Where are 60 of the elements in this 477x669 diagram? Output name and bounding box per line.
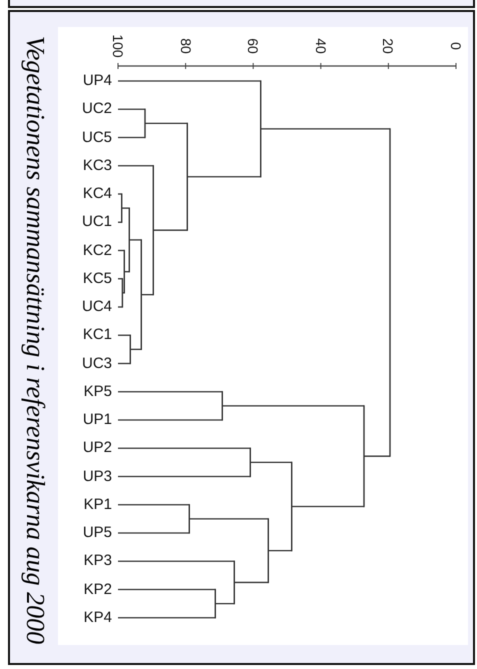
leaf-label: KC5	[58, 270, 118, 288]
leaf-label: KC3	[58, 156, 118, 175]
dendrogram-branch	[130, 348, 142, 350]
dendrogram-branch	[118, 108, 145, 110]
leaf-label: UP2	[58, 439, 118, 458]
dendrogram-branch	[118, 80, 261, 82]
dendrogram-branch	[364, 456, 390, 457]
dendrogram-branch	[118, 504, 190, 506]
dendrogram-branch	[153, 230, 188, 231]
dendrogram-branch	[118, 222, 122, 223]
dendrogram-branch	[118, 617, 216, 618]
axis-tick-label: 80	[178, 37, 194, 56]
axis-tick-label: 100	[110, 33, 126, 60]
leaf-label: KP4	[58, 608, 118, 627]
dendrogram-branch	[145, 122, 188, 124]
dendrogram-branch	[268, 550, 292, 552]
leaf-label: UC2	[58, 100, 118, 118]
dendrogram-branch	[118, 448, 250, 449]
leaf-label: KP2	[58, 580, 118, 598]
dendrogram-branch	[222, 405, 364, 407]
dendrogram-branch	[250, 462, 292, 464]
dendrogram-branch	[118, 136, 145, 138]
dendrogram-branch	[118, 476, 250, 478]
dendrogram-branch	[234, 582, 268, 584]
leaf-label: UC5	[58, 128, 118, 146]
dendrogram-branch	[118, 362, 130, 364]
leaf-label: UP1	[58, 411, 118, 429]
dendrogram-branch	[118, 391, 222, 392]
axis-tick-label: 20	[380, 37, 396, 56]
leaf-label: UC4	[58, 298, 118, 316]
dendrogram-branch	[118, 278, 122, 280]
leaf-label: KC2	[58, 242, 118, 260]
leaf-label: KP1	[58, 496, 118, 514]
dendrogram-branch	[189, 518, 268, 520]
axis-tick-label: 0	[448, 41, 464, 52]
dendrogram-branch	[260, 128, 390, 130]
axis-tick-label: 60	[245, 37, 262, 56]
axis-tick-label: 40	[312, 37, 329, 56]
dendrogram-branch	[118, 165, 154, 166]
dendrogram-branch	[118, 419, 222, 421]
dendrogram-branch	[292, 506, 364, 508]
leaf-label: KP3	[58, 552, 118, 570]
dendrogram-branch	[215, 602, 234, 604]
leaf-label: UP5	[58, 524, 118, 542]
leaf-label: UC1	[58, 213, 118, 232]
leaf-label: UC3	[58, 354, 118, 372]
chart-title: Vegetationens sammansättning i referensvikarna aug 2000	[22, 34, 48, 646]
dendrogram-branch	[118, 532, 190, 534]
dendrogram-branch	[118, 334, 130, 336]
dendrogram-branch	[122, 207, 130, 209]
dendrogram-branch	[118, 560, 234, 562]
leaf-label: KC4	[58, 185, 118, 203]
leaf-label: UP4	[58, 72, 118, 90]
leaf-label: KP5	[58, 382, 118, 401]
leaf-label: UP3	[58, 468, 118, 486]
dendrogram-branch	[118, 588, 216, 590]
leaf-label: KC1	[58, 326, 118, 344]
dendrogram-branch	[129, 239, 142, 241]
dendrogram-branch	[187, 176, 261, 178]
dendrogram-branch	[141, 294, 154, 296]
